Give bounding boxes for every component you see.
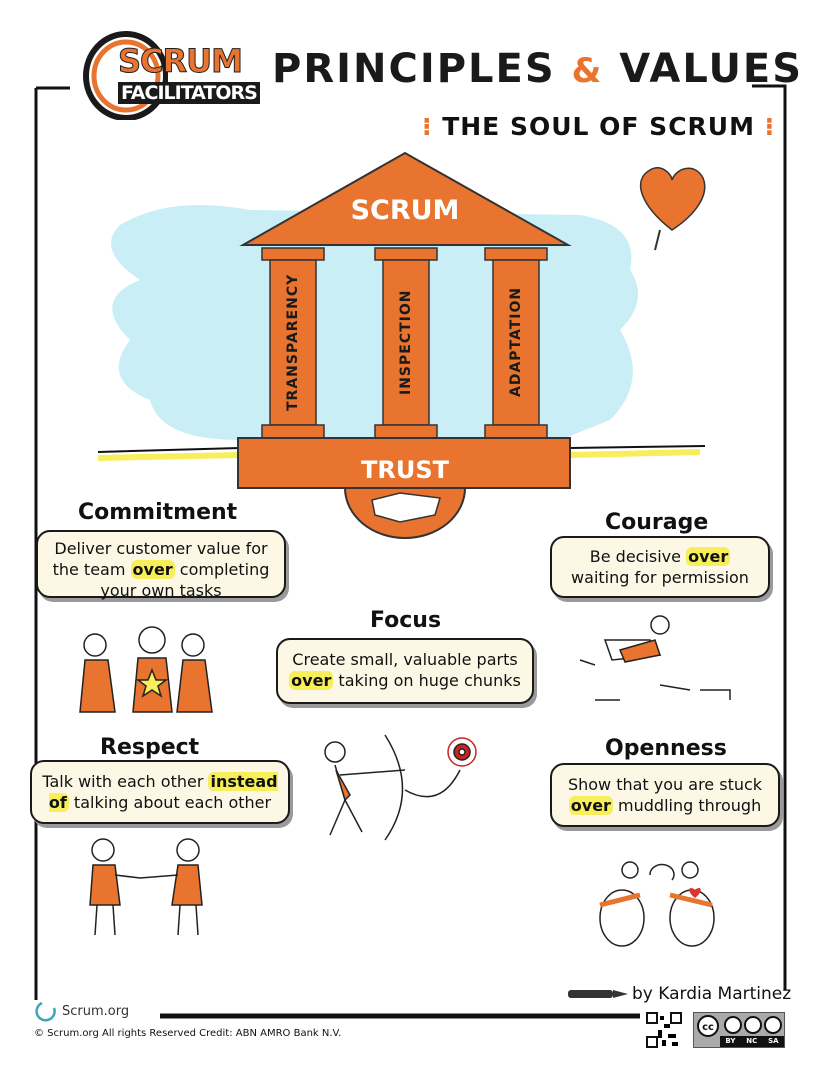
respect-bubble: Talk with each other instead of talking …	[30, 760, 290, 824]
attribution-icon	[724, 1016, 742, 1034]
highlight-word: over	[130, 560, 175, 579]
cc-license-badge[interactable]: cc BY NC SA	[693, 1012, 785, 1048]
bubble-text: muddling through	[612, 796, 762, 815]
temple-roof	[239, 151, 572, 246]
openness-heads-illustration	[599, 861, 715, 947]
copyright-text: © Scrum.org All rights Reserved Credit: …	[34, 1028, 342, 1039]
courage-heading: Courage	[605, 510, 709, 535]
scrum-org-brand: Scrum.org	[62, 1004, 130, 1019]
noncommercial-icon	[744, 1016, 762, 1034]
author-credit: by Kardia Martinez	[632, 984, 792, 1004]
commitment-heading: Commitment	[78, 500, 238, 525]
bubble-text: Show that you are stuck	[567, 775, 763, 794]
page-subtitle: ⁝ THE SOUL OF SCRUM ⁝	[422, 112, 776, 141]
openness-heading: Openness	[605, 736, 727, 761]
bubble-text: Create small, valuable parts	[292, 650, 518, 669]
highlight-word: over	[568, 796, 613, 815]
bubble-text: waiting for permission	[571, 568, 749, 587]
pen-icon	[568, 990, 628, 998]
highlight-word: over	[289, 671, 334, 690]
focus-bubble: Create small, valuable parts over taking…	[276, 638, 534, 704]
bubble-text: Talk with each other	[42, 772, 209, 791]
bubble-text: taking on huge chunks	[333, 671, 521, 690]
focus-archer-illustration	[324, 734, 477, 841]
scrum-facilitators-logo: SCRUM FACILITATORS	[78, 28, 260, 120]
license-sa: SA	[768, 1037, 779, 1045]
cc-icon: cc	[697, 1015, 719, 1037]
heart-icon	[640, 167, 706, 251]
bubble-text: talking about each other	[68, 793, 272, 812]
bubble-text: Be decisive	[589, 547, 687, 566]
subtitle-text: THE SOUL OF SCRUM	[442, 112, 755, 141]
sharealike-icon	[764, 1016, 782, 1034]
pillar-transparency: TRANSPARENCY	[285, 273, 301, 411]
bubble-text: Deliver customer value for the team	[52, 539, 268, 579]
courage-runner-illustration	[579, 615, 731, 701]
page-title: PRINCIPLES & VALUES	[272, 46, 803, 92]
temple-pillars	[261, 247, 548, 439]
license-labels: BY NC SA	[720, 1036, 784, 1047]
license-by: BY	[725, 1037, 736, 1045]
logo-line-2: FACILITATORS	[118, 82, 260, 104]
pillar-adaptation: ADAPTATION	[508, 286, 524, 398]
courage-bubble: Be decisive over waiting for permission	[550, 536, 770, 598]
scrum-org-logo-icon	[35, 1001, 56, 1022]
highlight-word: over	[686, 547, 731, 566]
title-part-1: PRINCIPLES	[272, 46, 556, 92]
openness-bubble: Show that you are stuck over muddling th…	[550, 763, 780, 827]
license-nc: NC	[746, 1037, 758, 1045]
roof-label: SCRUM	[350, 195, 460, 226]
bubble-text: completing your own tasks	[100, 560, 270, 600]
respect-heading: Respect	[100, 735, 200, 760]
pillar-inspection: INSPECTION	[398, 289, 414, 395]
handshake-icon	[371, 492, 441, 523]
commitment-bubble: Deliver customer value for the team over…	[36, 530, 286, 600]
title-part-2: VALUES	[619, 46, 804, 92]
base-label: TRUST	[361, 456, 449, 484]
title-ampersand: &	[571, 51, 604, 91]
focus-heading: Focus	[370, 608, 442, 633]
respect-handshake-illustration	[89, 838, 203, 936]
logo-line-1: SCRUM	[118, 42, 244, 81]
commitment-team-illustration	[79, 626, 213, 713]
qr-code-icon	[646, 1012, 682, 1048]
